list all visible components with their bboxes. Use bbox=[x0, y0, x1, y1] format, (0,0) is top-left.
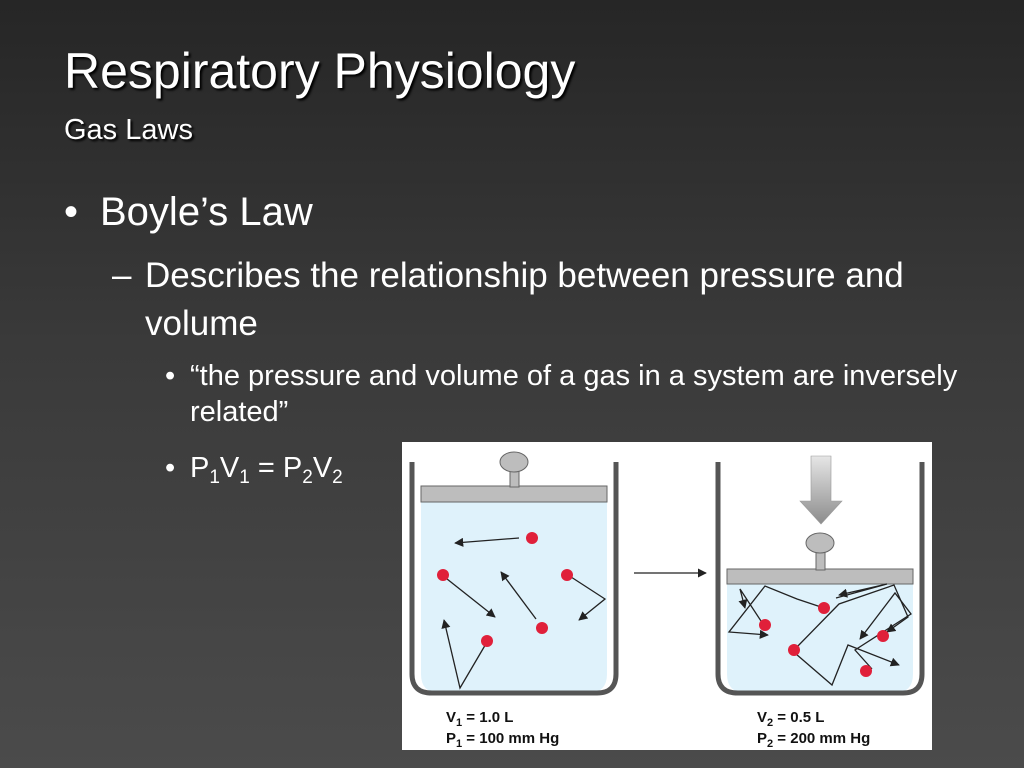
label-value: = 200 mm Hg bbox=[773, 730, 870, 747]
bullet-description: – Describes the relationship between pre… bbox=[112, 252, 952, 348]
bullet-marker: • bbox=[165, 452, 176, 484]
formula-sub4: 2 bbox=[332, 467, 343, 488]
molecule-path bbox=[500, 571, 537, 620]
bullet-marker: • bbox=[64, 190, 79, 234]
molecule-path bbox=[835, 583, 888, 599]
slide-subtitle: Gas Laws bbox=[64, 114, 193, 146]
right-volume-label: V2 = 0.5 L bbox=[757, 709, 824, 729]
bullet-text: Boyle’s Law bbox=[100, 190, 313, 234]
label-value: = 100 mm Hg bbox=[462, 730, 559, 747]
molecule-path bbox=[793, 584, 909, 651]
label-value: = 1.0 L bbox=[462, 709, 513, 726]
formula-v2: V bbox=[312, 452, 333, 484]
gas-molecule bbox=[818, 602, 830, 614]
gas-molecule bbox=[481, 635, 493, 647]
gas-molecule bbox=[561, 569, 573, 581]
label-subscript: 1 bbox=[456, 738, 462, 750]
molecule-path bbox=[454, 537, 520, 547]
right-piston-rod bbox=[815, 551, 826, 571]
right-pressure-label: P2 = 200 mm Hg bbox=[757, 730, 870, 750]
molecule-path bbox=[738, 588, 764, 625]
label-subscript: 2 bbox=[767, 738, 773, 750]
molecule-path bbox=[727, 585, 825, 639]
left-gas bbox=[421, 502, 607, 693]
molecule-path bbox=[441, 619, 488, 690]
bullet-formula: • P1V1 = P2V2 bbox=[165, 450, 965, 488]
quote-text: “the pressure and volume of a gas in a s… bbox=[190, 360, 958, 428]
slide-title: Respiratory Physiology bbox=[64, 43, 576, 99]
formula-p1: P bbox=[190, 452, 210, 484]
left-container bbox=[409, 451, 619, 696]
label-symbol: V bbox=[757, 709, 767, 726]
gas-molecule bbox=[860, 665, 872, 677]
bullet-quote: • “the pressure and volume of a gas in a… bbox=[165, 358, 965, 430]
bullet-marker: • bbox=[165, 360, 176, 392]
right-container-wall bbox=[715, 462, 925, 696]
formula-p2: P bbox=[282, 452, 303, 484]
gas-molecule bbox=[536, 622, 548, 634]
label-symbol: P bbox=[446, 730, 456, 747]
formula-sub3: 2 bbox=[302, 467, 313, 488]
down-arrow-icon bbox=[799, 455, 843, 525]
left-container-wall bbox=[409, 462, 619, 696]
label-symbol: V bbox=[446, 709, 456, 726]
boyles-law-diagram: V1 = 1.0 L P1 = 100 mm Hg V2 = 0.5 L P2 … bbox=[409, 451, 925, 750]
molecule-path bbox=[567, 574, 607, 621]
right-container bbox=[715, 462, 925, 696]
left-piston-knob bbox=[499, 451, 529, 473]
label-subscript: 2 bbox=[767, 717, 773, 729]
formula-v1: V bbox=[219, 452, 240, 484]
gas-molecule bbox=[526, 532, 538, 544]
label-symbol: P bbox=[757, 730, 767, 747]
left-molecules bbox=[437, 532, 607, 690]
molecule-path bbox=[795, 644, 900, 687]
right-piston bbox=[726, 568, 914, 585]
formula-equals: = bbox=[249, 452, 283, 484]
boyles-law-figure: V1 = 1.0 L P1 = 100 mm Hg V2 = 0.5 L P2 … bbox=[402, 442, 932, 750]
label-subscript: 1 bbox=[456, 717, 462, 729]
formula-sub1: 1 bbox=[209, 467, 220, 488]
description-text: Describes the relationship between press… bbox=[145, 256, 904, 343]
formula-sub2: 1 bbox=[239, 467, 250, 488]
right-molecules bbox=[727, 583, 912, 687]
right-piston-knob bbox=[805, 532, 835, 554]
molecule-path bbox=[441, 574, 496, 618]
gas-molecule bbox=[759, 619, 771, 631]
label-value: = 0.5 L bbox=[773, 709, 824, 726]
gas-molecule bbox=[437, 569, 449, 581]
molecule-path bbox=[854, 591, 912, 670]
boyles-formula: P1V1 = P2V2 bbox=[190, 450, 965, 488]
left-volume-label: V1 = 1.0 L bbox=[446, 709, 513, 729]
dash-marker: – bbox=[112, 256, 132, 295]
left-piston bbox=[420, 485, 608, 503]
gas-molecule bbox=[788, 644, 800, 656]
left-pressure-label: P1 = 100 mm Hg bbox=[446, 730, 559, 750]
left-piston-rod bbox=[509, 469, 520, 488]
gas-molecule bbox=[877, 630, 889, 642]
